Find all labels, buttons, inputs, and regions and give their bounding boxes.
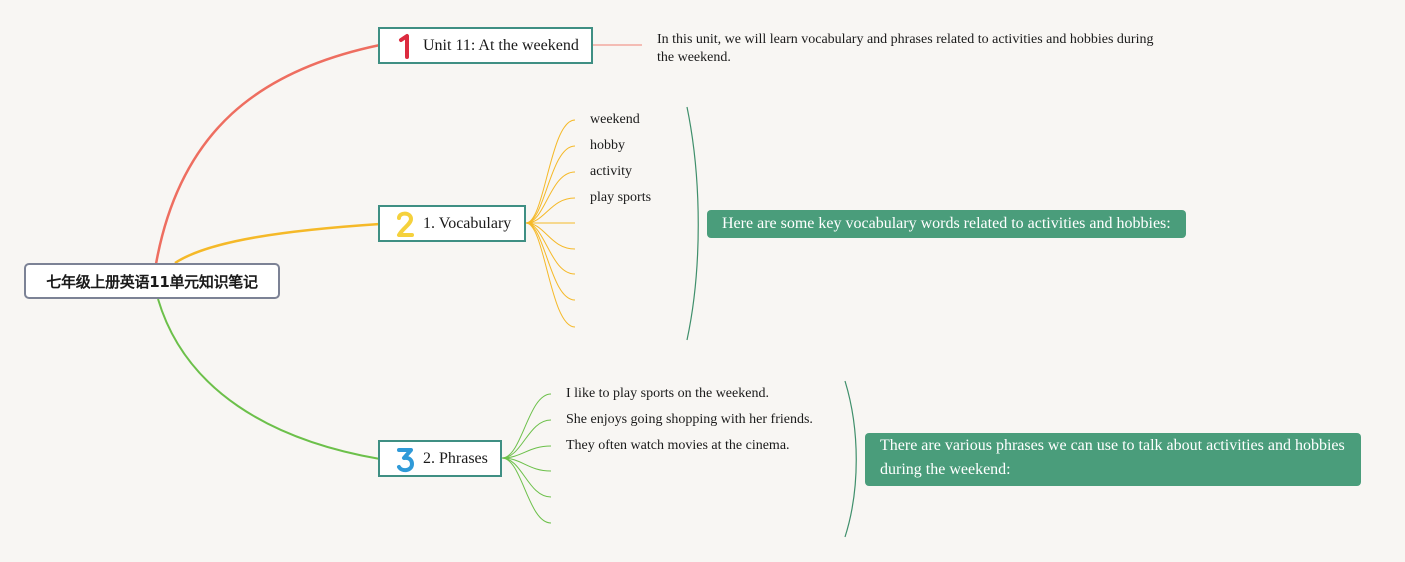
vocabulary-summary-bracket (686, 106, 699, 341)
vocabulary-item-weekend[interactable]: weekend (590, 112, 640, 127)
phrases-summary[interactable]: There are various phrases we can use to … (865, 433, 1361, 486)
branch-vocabulary (174, 222, 381, 265)
branch-unit (154, 43, 381, 265)
topic-vocabulary[interactable]: 1. Vocabulary (378, 205, 526, 242)
root-label: 七年级上册英语11单元知识笔记 (46, 272, 258, 291)
unit-description: In this unit, we will learn vocabulary a… (657, 32, 1154, 65)
phrase-item-shopping[interactable]: She enjoys going shopping with her frien… (566, 412, 813, 427)
root-topic[interactable]: 七年级上册英语11单元知识笔记 (24, 263, 280, 299)
topic-phrases-label: 2. Phrases (423, 449, 488, 467)
vocabulary-item-play-sports[interactable]: play sports (590, 190, 652, 205)
branch-phrases (157, 298, 381, 460)
topic-unit-label: Unit 11: At the weekend (423, 36, 579, 54)
vocabulary-summary[interactable]: Here are some key vocabulary words relat… (707, 210, 1186, 238)
phrase-item-play-sports[interactable]: I like to play sports on the weekend. (566, 386, 769, 401)
topic-vocabulary-label: 1. Vocabulary (423, 214, 512, 232)
vocabulary-item-hobby[interactable]: hobby (590, 138, 625, 153)
number-one-icon (390, 33, 420, 59)
topic-unit[interactable]: Unit 11: At the weekend (378, 27, 593, 64)
phrase-item-movies[interactable]: They often watch movies at the cinema. (566, 438, 790, 453)
number-two-icon (390, 210, 420, 238)
vocabulary-fan (525, 119, 576, 328)
phrases-summary-bracket (844, 380, 857, 538)
vocabulary-item-activity[interactable]: activity (590, 164, 632, 179)
phrases-fan (501, 393, 552, 524)
number-three-icon (390, 445, 420, 473)
topic-phrases[interactable]: 2. Phrases (378, 440, 502, 477)
